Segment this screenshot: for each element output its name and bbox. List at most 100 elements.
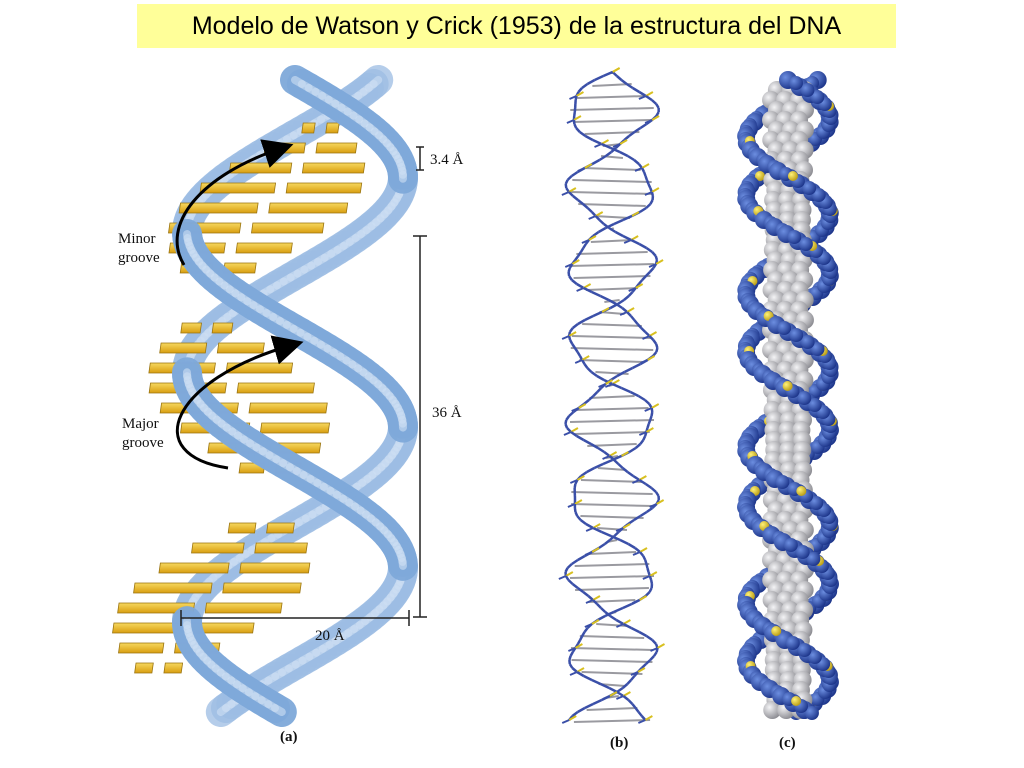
phosphate-stick	[619, 139, 628, 145]
backbone-stick	[615, 143, 621, 149]
base-right	[248, 402, 328, 414]
backbone-stick	[600, 682, 610, 690]
backbone-stick	[630, 626, 640, 634]
backbone-stick	[640, 327, 647, 333]
base-left	[118, 642, 165, 654]
backbone-stick	[597, 446, 605, 454]
atom-sphere	[807, 398, 822, 412]
backbone-stick	[586, 367, 593, 373]
backbone-stick	[577, 554, 586, 562]
base-stick	[593, 215, 631, 219]
phosphate-stick	[657, 643, 666, 649]
base-right	[325, 122, 340, 134]
backbone-branch	[585, 527, 594, 532]
backbone-stick	[592, 391, 599, 397]
panel-b-label: (b)	[610, 735, 628, 751]
backbone-stick	[583, 399, 590, 405]
backbone-stick	[570, 170, 579, 178]
base-right	[301, 162, 366, 174]
phosphate-stick	[622, 523, 631, 529]
base-stick	[584, 131, 640, 135]
backbone-stick	[573, 483, 577, 489]
backbone-stick	[577, 199, 584, 205]
base-stick	[596, 623, 628, 627]
pitch-label: 36 Å	[432, 405, 462, 421]
backbone-stick	[591, 678, 602, 686]
backbone-stick	[602, 458, 613, 466]
base-stick	[578, 203, 646, 207]
backbone-stick	[622, 602, 633, 610]
backbone-stick	[623, 295, 630, 301]
backbone-stick	[652, 339, 658, 345]
backbone-stick	[590, 442, 599, 450]
backbone-stick	[577, 586, 584, 594]
backbone-stick	[600, 383, 607, 389]
base-stick	[569, 419, 655, 423]
backbone-stick	[627, 699, 634, 705]
phosphate-stick	[568, 715, 577, 721]
backbone-stick	[649, 415, 653, 421]
backbone-stick	[571, 647, 577, 653]
backbone-branch	[561, 335, 570, 340]
backbone-stick	[631, 703, 637, 709]
backbone-stick	[638, 242, 648, 250]
atom-sphere	[800, 335, 815, 349]
backbone-stick	[571, 558, 579, 566]
backbone-stick	[651, 251, 657, 257]
backbone-branch	[588, 215, 597, 220]
backbone-stick	[584, 550, 593, 558]
backbone-stick	[627, 518, 635, 526]
backbone-stick	[565, 415, 571, 421]
backbone-stick	[642, 555, 647, 561]
backbone-stick	[640, 663, 647, 669]
backbone-stick	[644, 591, 651, 597]
backbone-stick	[567, 271, 571, 277]
backbone-stick	[572, 407, 580, 413]
base-stick	[580, 515, 644, 519]
backbone-branch	[632, 551, 641, 556]
phosphate-stick	[651, 115, 660, 121]
atom-sphere	[804, 706, 819, 720]
backbone-stick	[617, 298, 625, 306]
backbone-stick	[649, 199, 654, 205]
backbone-stick	[615, 618, 625, 626]
backbone-stick	[633, 159, 640, 165]
backbone-stick	[655, 343, 659, 349]
base-right	[259, 422, 330, 434]
phosphate-stick	[565, 571, 574, 577]
backbone-stick	[638, 90, 647, 98]
base-stick	[569, 575, 655, 579]
backbone-branch	[569, 671, 578, 676]
backbone-stick	[645, 659, 652, 665]
base-stick	[570, 191, 654, 195]
panel-c-label: (c)	[779, 735, 796, 751]
backbone-stick	[632, 474, 641, 482]
base-stick	[577, 95, 647, 99]
backbone-stick	[571, 279, 578, 285]
backbone-stick	[625, 82, 634, 90]
backbone-stick	[613, 606, 624, 614]
phosphate-stick	[631, 211, 640, 217]
backbone-stick	[628, 130, 636, 138]
backbone-stick	[650, 191, 655, 197]
backbone-stick	[592, 526, 603, 534]
backbone-stick	[634, 707, 640, 713]
backbone-stick	[573, 111, 577, 117]
backbone-stick	[566, 563, 573, 569]
backbone-stick	[581, 359, 586, 365]
base-left	[134, 662, 154, 674]
backbone-stick	[604, 539, 611, 545]
backbone-stick	[577, 166, 586, 174]
base-stick	[585, 287, 639, 291]
backbone-branch	[585, 599, 594, 604]
backbone-stick	[579, 130, 587, 138]
backbone-stick	[655, 111, 660, 117]
base-stick	[571, 491, 653, 495]
backbone-stick	[629, 315, 636, 321]
backbone-stick	[630, 238, 640, 246]
base-left	[133, 582, 213, 594]
phosphate-stick	[571, 259, 580, 265]
major-groove-arrow	[175, 335, 304, 470]
atom-sphere	[787, 230, 802, 244]
backbone-stick	[616, 370, 626, 378]
